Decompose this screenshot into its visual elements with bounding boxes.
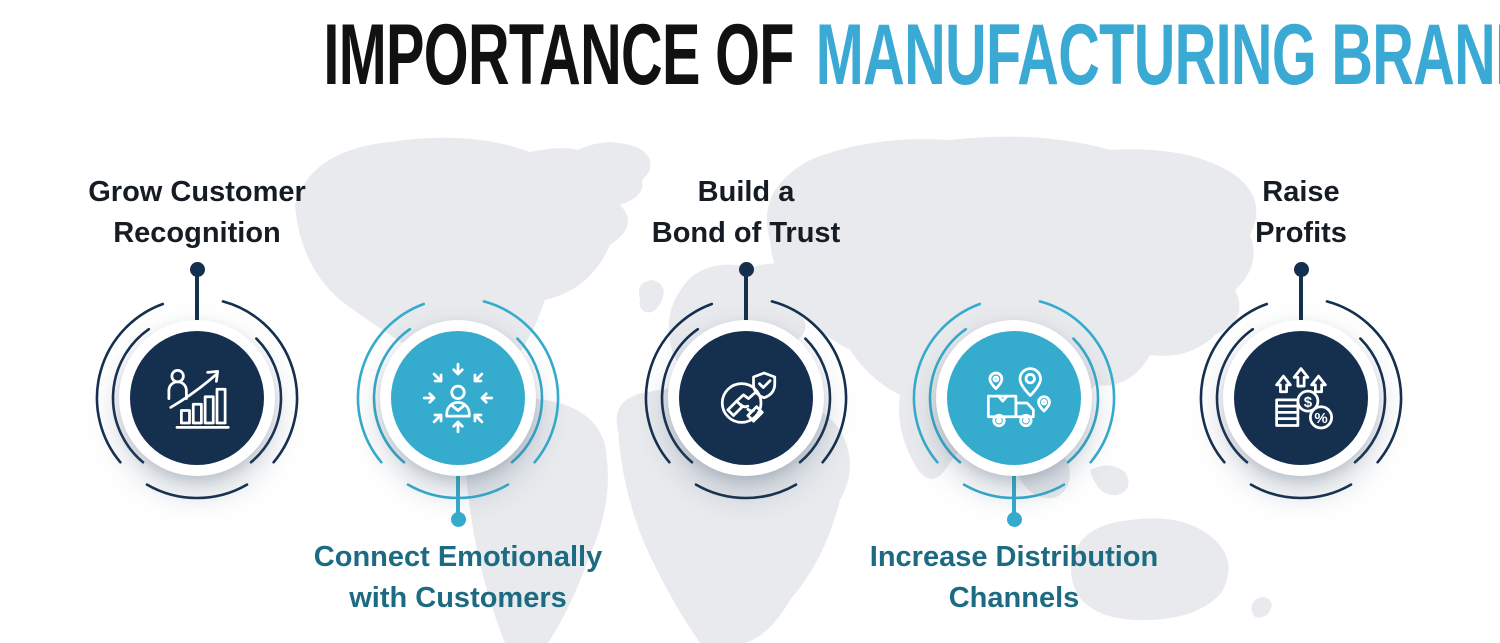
title-highlight: MANUFACTURING BRANDING [815,7,1500,103]
page-title: IMPORTANCE OF MANUFACTURING BRANDING [0,11,1500,100]
title-prefix: IMPORTANCE OF [323,7,794,103]
